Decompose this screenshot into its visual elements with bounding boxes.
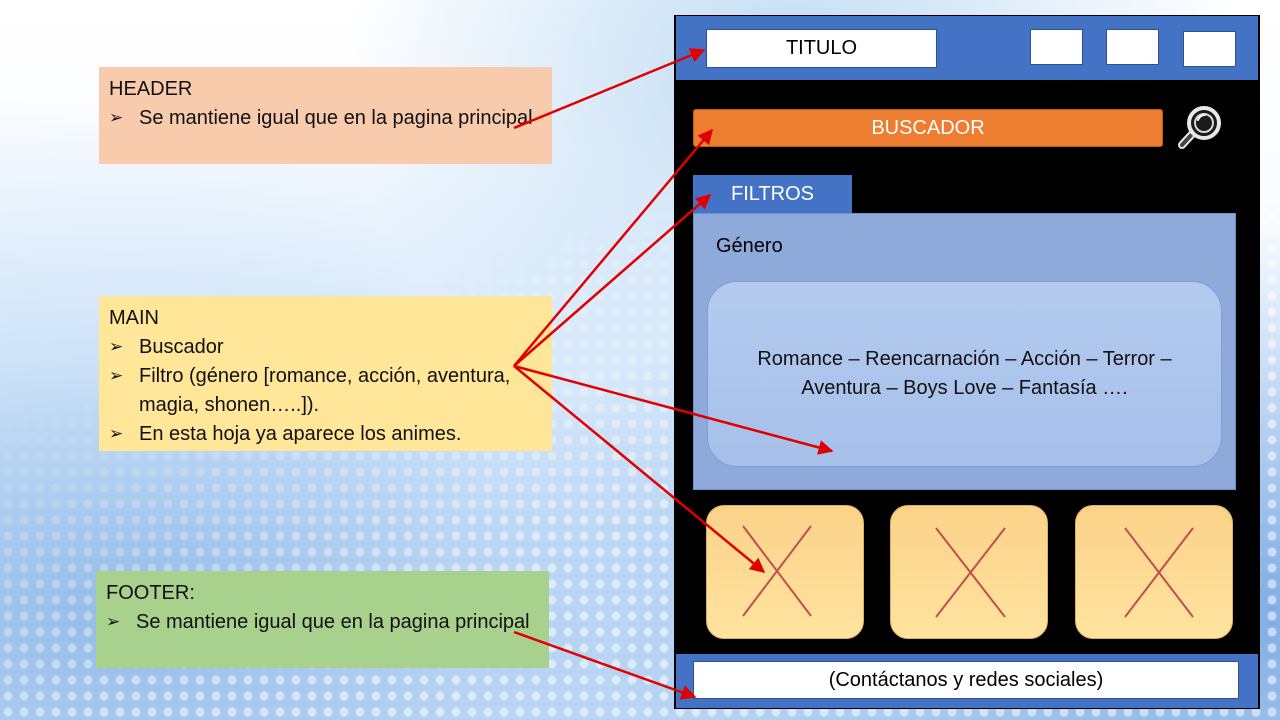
header-note: HEADER Se mantiene igual que en la pagin… [99,67,552,164]
footer-note: FOOTER: Se mantiene igual que en la pagi… [96,571,549,668]
main-note-item-animes: En esta hoja ya aparece los animes. [109,420,542,449]
placeholder-x-icon [742,525,812,617]
main-note: MAIN Buscador Filtro (género [romance, a… [99,296,552,451]
footer-note-item: Se mantiene igual que en la pagina princ… [106,608,539,637]
anime-card-1[interactable] [706,505,864,639]
footer-note-list: Se mantiene igual que en la pagina princ… [106,608,539,637]
main-note-item-filtro: Filtro (género [romance, acción, aventur… [109,362,542,420]
search-bar[interactable]: BUSCADOR [693,109,1163,147]
header-nav-button-3[interactable] [1183,31,1236,67]
footer-contact-box[interactable]: (Contáctanos y redes sociales) [693,661,1239,699]
header-note-title: HEADER [109,78,193,100]
header-title-box[interactable]: TITULO [706,29,937,68]
footer-note-title: FOOTER: [106,582,195,604]
arrow-genres [513,364,834,455]
header-note-item: Se mantiene igual que en la pagina princ… [109,104,542,133]
arrow-buscador [513,128,713,367]
header-nav-button-2[interactable] [1106,29,1159,65]
arrow-filtros [513,194,712,367]
header-note-list: Se mantiene igual que en la pagina princ… [109,104,542,133]
genre-list-text: Romance – Reencarnación – Acción – Terro… [757,348,1172,399]
main-note-list: Buscador Filtro (género [romance, acción… [109,333,542,449]
main-note-title: MAIN [109,307,159,329]
genre-list-box[interactable]: Romance – Reencarnación – Acción – Terro… [707,281,1222,467]
placeholder-x-icon [1124,527,1194,618]
arrow-header [513,48,706,130]
genre-label: Género [716,235,783,257]
magnifier-icon[interactable] [1176,103,1228,151]
header-nav-button-1[interactable] [1030,29,1083,65]
anime-card-3[interactable] [1075,505,1233,639]
anime-card-2[interactable] [890,505,1048,639]
arrow-animes [513,365,766,573]
main-note-item-buscador: Buscador [109,333,542,362]
arrow-footer [513,630,697,700]
placeholder-x-icon [935,527,1006,618]
tab-filtros[interactable]: FILTROS [693,175,852,213]
